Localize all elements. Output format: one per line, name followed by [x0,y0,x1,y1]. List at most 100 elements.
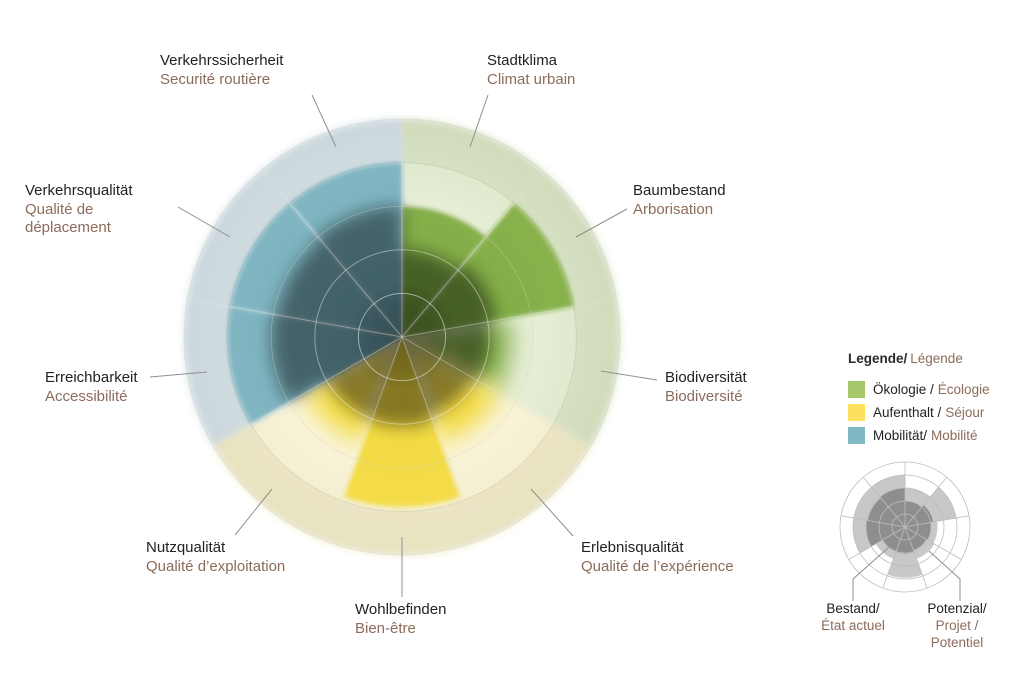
label-nutzqualitaet: Nutzqualität Qualité d’exploitation [146,539,285,576]
grid-spoke [401,169,543,338]
mini-label-bestand: Bestand/ État actuel [821,600,885,634]
label-de: Baumbestand [633,182,726,199]
mini-grid-spoke [904,526,928,589]
label-callout-lines [149,94,658,597]
legend-label-de: Aufenthalt / [873,405,942,420]
label-erlebnisqualitaet: Erlebnisqualität Qualité de l’expérience [581,539,734,576]
label-fr: Climat urbain [487,70,576,88]
legend-label-de: Ökologie / [873,382,934,397]
callout-verkehrsqualitaet [177,206,231,238]
mini-bestand-nutzqualitaet [882,527,905,552]
grid-spoke [187,298,403,338]
mini-bestand-baumbestand [905,505,934,527]
label-de: Verkehrssicherheit [160,52,284,69]
mini-grid-spoke [848,526,906,560]
legend-title-de: Legende/ [848,351,908,366]
label-de: Stadtklima [487,52,558,69]
callout-bestand [852,539,898,601]
grid-spoke [212,336,403,447]
grid-spoke [326,336,403,543]
label-fr: État actuel [821,618,885,633]
label-de: Verkehrsqualität [25,182,133,199]
mini-label-potenzial: Potenzial/ Projet / Potentiel [924,600,991,651]
callout-nutzqualitaet [234,488,273,536]
mini-bestand-erreichbarkeit [865,520,905,547]
grid-spoke [401,336,478,543]
grid-spoke [401,298,617,338]
grid-ring [270,205,534,469]
grid-spoke [401,336,592,447]
label-biodiversitaet: Biodiversität Biodiversité [665,369,747,406]
label-de: Potenzial/ [927,601,987,616]
mini-bestand-stadtklima [905,501,922,527]
mini-grid-spoke [862,476,906,528]
grid-spoke [401,336,478,543]
mini-grid-spoke [904,515,970,528]
mini-callout-lines [852,539,961,601]
label-de: Wohlbefinden [355,601,447,618]
mini-bestand-verkehrssicherheit [879,488,905,527]
label-fr: Securité routière [160,70,271,88]
grid-spoke [401,336,592,447]
callout-biodiversitaet [600,370,658,381]
label-fr: Arborisation [633,200,714,218]
callout-erreichbarkeit [149,371,208,378]
label-de: Nutzqualität [146,539,226,556]
mini-key-chart [839,461,971,593]
mini-grid-spoke [840,515,906,528]
mini-bestand-verkehrsqualitaet [867,498,905,527]
label-de: Biodiversität [665,369,747,386]
label-fr: Projet / Potentiel [930,618,984,650]
callout-erlebnisqualitaet [530,488,574,537]
legend-label-fr: Mobilité [931,428,978,443]
grid-spoke [212,336,403,447]
grid-spoke [261,169,403,338]
callout-potenzial [928,550,961,601]
label-fr: Qualité de l’expérience [581,557,734,575]
grid-spoke [326,336,403,543]
grid-spoke [261,169,403,338]
label-fr: Qualité d’exploitation [146,557,286,575]
grid-ring [314,249,490,425]
label-fr: Qualité de déplacement [25,200,111,237]
grid-ring [270,205,534,469]
grid-spoke [401,169,543,338]
mini-grid-spoke [904,476,948,528]
mini-bestand-erlebnisqualitaet [905,527,927,551]
mini-grid-spoke [904,526,962,560]
label-verkehrsqualitaet: Verkehrsqualität Qualité de déplacement [25,182,133,238]
label-verkehrssicherheit: Verkehrssicherheit Securité routière [160,52,283,89]
label-de: Erlebnisqualität [581,539,684,556]
mini-grid-spoke [882,526,906,589]
legend: Legende/Légende Ökologie / Écologie Aufe… [848,351,990,450]
callout-verkehrssicherheit [311,94,337,148]
legend-item-oekologie: Ökologie / Écologie [848,381,990,398]
label-erreichbarkeit: Erreichbarkeit Accessibilité [45,369,138,406]
mini-bestand-biodiversitaet [905,522,932,540]
label-fr: Accessibilité [45,387,128,405]
legend-item-aufenthalt: Aufenthalt / Séjour [848,404,990,421]
main-rose-chart [183,118,621,556]
callout-baumbestand [575,208,628,238]
legend-label-de: Mobilität/ [873,428,928,443]
legend-label-fr: Séjour [945,405,985,420]
grid-ring [357,292,447,382]
label-wohlbefinden: Wohlbefinden Bien-être [355,601,446,638]
mobilitaet-swatch [848,427,865,444]
label-de: Erreichbarkeit [45,369,138,386]
label-baumbestand: Baumbestand Arborisation [633,182,726,219]
aufenthalt-swatch [848,404,865,421]
grid-spoke [401,298,617,338]
grid-spoke [187,298,403,338]
legend-item-mobilitaet: Mobilität/ Mobilité [848,427,990,444]
grid-ring [227,162,577,512]
label-fr: Bien-être [355,619,416,637]
legend-title-fr: Légende [910,351,963,366]
oekologie-swatch [848,381,865,398]
label-de: Bestand/ [826,601,880,616]
legend-label-fr: Écologie [937,382,990,397]
center-shadow [347,282,457,392]
callout-stadtklima [469,94,489,148]
